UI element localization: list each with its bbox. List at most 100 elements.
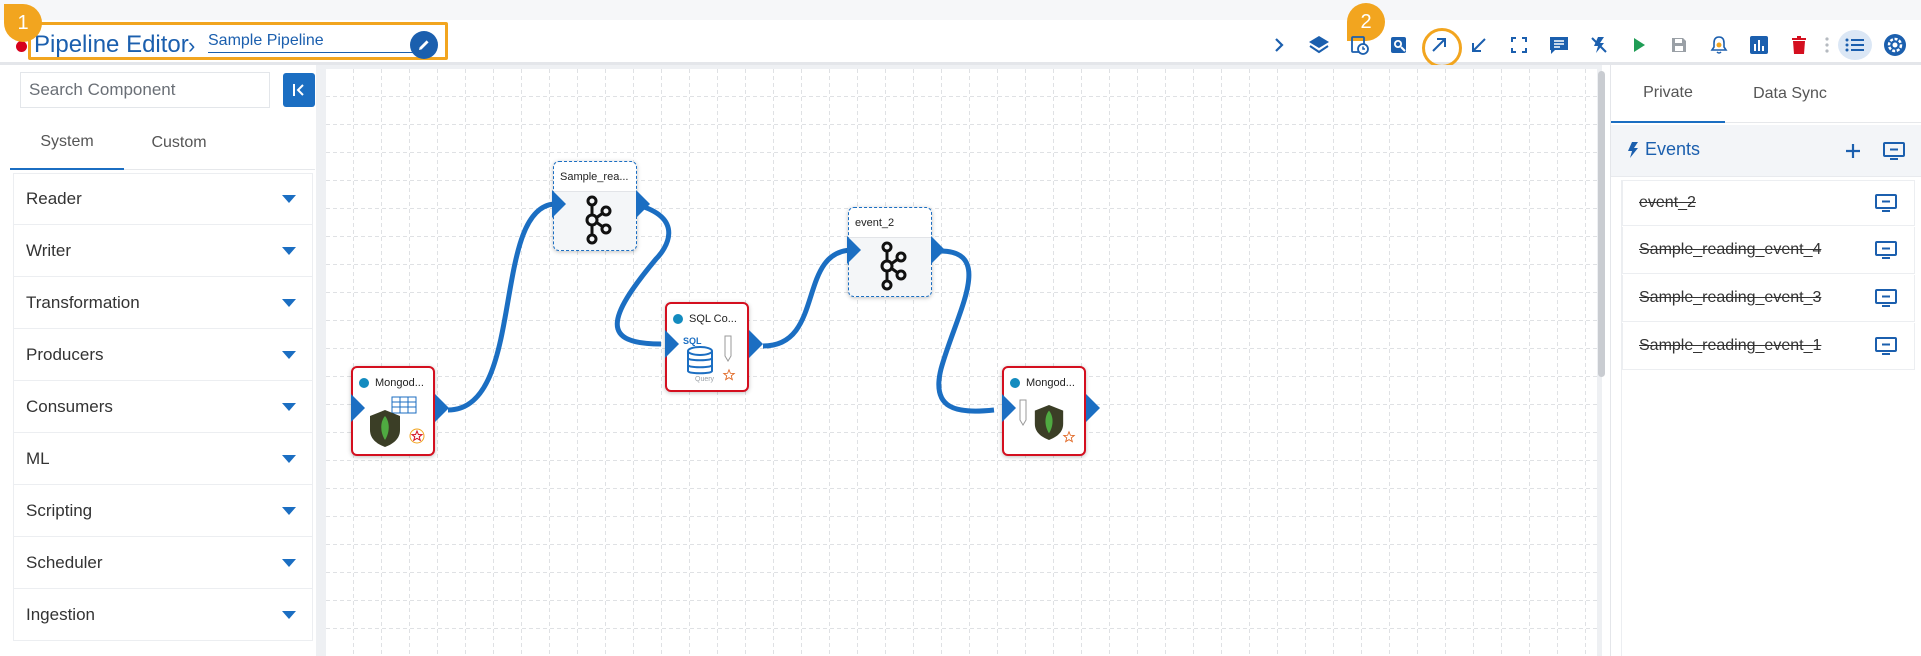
category-label: Reader — [26, 189, 82, 208]
callout-badge-2: 2 — [1347, 3, 1385, 41]
output-port[interactable] — [931, 236, 945, 264]
output-port[interactable] — [636, 190, 650, 218]
node-body — [849, 238, 931, 296]
callout-badge-1: 1 — [4, 4, 42, 42]
edit-pipeline-name-button[interactable] — [410, 31, 438, 59]
canvas-scrollbar[interactable] — [1598, 71, 1605, 377]
star-badge-icon — [1062, 430, 1076, 443]
events-panel-tabs: Private Data Sync — [1611, 65, 1921, 123]
input-port[interactable] — [351, 394, 365, 422]
category-scheduler[interactable]: Scheduler — [13, 537, 313, 589]
pencil-icon — [419, 40, 429, 50]
add-event-button[interactable] — [1839, 137, 1867, 165]
event-open-button[interactable] — [1872, 189, 1900, 217]
pipeline-name[interactable]: Sample Pipeline — [208, 32, 413, 53]
list-icon[interactable] — [1838, 30, 1872, 60]
output-port[interactable] — [435, 394, 449, 422]
input-port[interactable] — [665, 330, 679, 358]
node-header: Mongod... — [353, 368, 433, 398]
fullscreen-icon[interactable] — [1499, 28, 1539, 62]
node-label: event_2 — [855, 216, 895, 229]
tab-system[interactable]: System — [10, 115, 124, 170]
flash-off-icon[interactable] — [1579, 28, 1619, 62]
node-header: Sample_rea... — [554, 162, 636, 192]
component-tabs: System Custom — [10, 115, 315, 170]
component-category-list: Reader Writer Transformation Producers C… — [13, 173, 313, 641]
events-menu-button[interactable] — [1879, 137, 1909, 165]
output-port[interactable] — [749, 330, 763, 358]
history-icon[interactable] — [1339, 28, 1379, 62]
events-title: Events — [1627, 139, 1700, 160]
sql-tag: SQL — [683, 336, 702, 346]
node-label: Sample_rea... — [560, 170, 629, 183]
pipeline-node[interactable]: Sample_rea... — [552, 161, 650, 251]
alert-bell-icon[interactable] — [1699, 28, 1739, 62]
collapse-arrow-icon[interactable] — [1459, 28, 1499, 62]
tab-data-sync[interactable]: Data Sync — [1753, 85, 1827, 102]
bar-chart-icon[interactable] — [1739, 28, 1779, 62]
delete-icon[interactable] — [1779, 28, 1819, 62]
category-ml[interactable]: ML — [13, 433, 313, 485]
save-icon[interactable] — [1659, 28, 1699, 62]
list-item[interactable]: Sample_reading_event_4 — [1622, 227, 1915, 274]
caret-down-icon — [282, 246, 296, 255]
category-scripting[interactable]: Scripting — [13, 485, 313, 537]
comment-icon[interactable] — [1539, 28, 1579, 62]
node-body — [554, 192, 636, 250]
category-writer[interactable]: Writer — [13, 225, 313, 277]
list-item[interactable]: Sample_reading_event_1 — [1622, 323, 1915, 370]
pipeline-node[interactable]: Mongod... — [351, 366, 449, 456]
category-producers[interactable]: Producers — [13, 329, 313, 381]
pipeline-node[interactable]: Mongod... — [1002, 366, 1100, 456]
event-list: event_2 Sample_reading_event_4 Sample_re… — [1621, 180, 1915, 656]
chevron-right-icon[interactable] — [1259, 28, 1299, 62]
category-transformation[interactable]: Transformation — [13, 277, 313, 329]
category-consumers[interactable]: Consumers — [13, 381, 313, 433]
tab-private[interactable]: Private — [1611, 65, 1725, 123]
list-item[interactable]: event_2 — [1622, 180, 1915, 226]
input-port[interactable] — [847, 236, 861, 264]
category-ingestion[interactable]: Ingestion — [13, 589, 313, 641]
pipeline-node[interactable]: event_2 — [847, 207, 945, 297]
header-divider — [0, 62, 1921, 65]
caret-down-icon — [282, 402, 296, 411]
settings-icon[interactable] — [1875, 28, 1915, 62]
event-open-button[interactable] — [1872, 332, 1900, 360]
kafka-icon — [880, 241, 907, 291]
mongodb-icon — [1034, 405, 1064, 440]
node-body — [353, 396, 433, 456]
collapse-left-icon — [293, 84, 304, 96]
event-open-button[interactable] — [1872, 236, 1900, 264]
pencil-icon — [724, 335, 732, 362]
layers-icon[interactable] — [1299, 28, 1339, 62]
search-component-input[interactable] — [20, 72, 270, 108]
caret-down-icon — [282, 506, 296, 515]
node-header: event_2 — [849, 208, 931, 238]
connection-line — [614, 202, 672, 347]
pipeline-node[interactable]: SQL Co... SQL Query — [665, 302, 763, 392]
event-open-button[interactable] — [1872, 284, 1900, 312]
caret-down-icon — [282, 350, 296, 359]
tab-custom[interactable]: Custom — [151, 133, 207, 151]
search-preview-icon[interactable] — [1379, 28, 1419, 62]
expand-arrow-icon[interactable] — [1419, 28, 1462, 68]
play-icon[interactable] — [1619, 28, 1659, 62]
pipeline-canvas-area: Mongod... Sample_rea... SQL Co... SQL — [316, 65, 1605, 656]
output-port[interactable] — [1086, 394, 1100, 422]
input-port[interactable] — [1002, 394, 1016, 422]
event-name: event_2 — [1639, 194, 1696, 211]
node-status-dot — [1010, 378, 1020, 388]
category-label: Consumers — [26, 396, 113, 416]
collapse-panel-button[interactable] — [283, 73, 315, 107]
pipeline-canvas[interactable]: Mongod... Sample_rea... SQL Co... SQL — [326, 69, 1597, 656]
connection-line — [936, 248, 995, 414]
title-highlight-box — [28, 22, 448, 60]
list-item[interactable]: Sample_reading_event_3 — [1622, 275, 1915, 322]
input-port[interactable] — [552, 190, 566, 218]
monitor-icon — [1875, 194, 1897, 212]
caret-down-icon — [282, 610, 296, 619]
category-reader[interactable]: Reader — [13, 173, 313, 225]
page-title[interactable]: Pipeline Editor — [34, 31, 189, 58]
more-vertical-icon[interactable] — [1819, 28, 1835, 62]
caret-down-icon — [282, 298, 296, 307]
